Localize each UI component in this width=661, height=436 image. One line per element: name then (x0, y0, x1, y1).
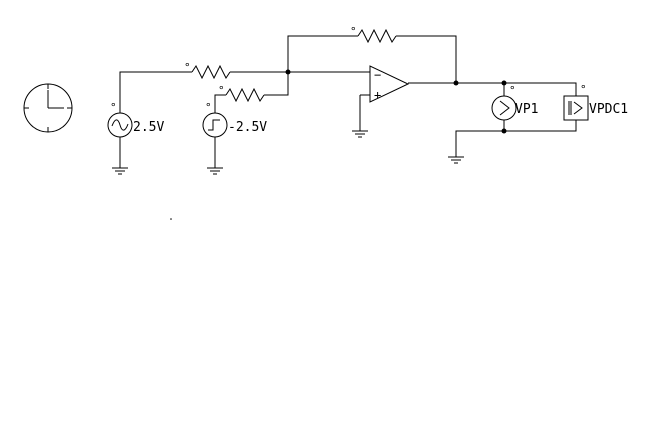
dc-voltage-probe-icon (568, 101, 583, 115)
pulse-source-label: -2.5V (228, 120, 267, 135)
ground-opamp (352, 130, 368, 138)
resistor-r1[interactable]: ° (184, 61, 231, 80)
opamp[interactable]: − + (369, 65, 410, 103)
vp1-pin-dot: ° (509, 84, 516, 97)
opamp-minus-label: − (374, 68, 381, 82)
vp1-probe[interactable]: ° VP1 (491, 84, 538, 121)
ground-sine (112, 167, 128, 175)
junction-dots (285, 69, 507, 134)
ground-output (448, 156, 464, 164)
square-wave-icon (208, 119, 220, 131)
sine-wave-icon (111, 119, 129, 131)
resistor-feedback-pin-dot: ° (350, 25, 357, 38)
stray-dot (170, 218, 172, 220)
wire-pulse-to-r2 (214, 94, 226, 113)
ground-pulse (207, 167, 223, 175)
wire-sine-to-r1 (119, 71, 192, 113)
voltmeter-icon (499, 100, 510, 116)
resistor-r2[interactable]: ° (218, 84, 265, 103)
wire-feedback-right (396, 35, 457, 83)
wire-r2-to-node (264, 72, 289, 96)
vp1-label: VP1 (515, 102, 538, 117)
wire-probe-bottom (455, 120, 577, 157)
vpdc1-probe[interactable]: ° VPDC1 (563, 83, 628, 121)
wire-opamp-plus-ground (359, 94, 370, 131)
wire-output (408, 82, 577, 96)
opamp-plus-label: + (374, 88, 381, 102)
wires (119, 35, 577, 168)
wire-feedback-left (287, 35, 358, 72)
resistor-r1-pin-dot: ° (184, 61, 191, 74)
sine-source-label: 2.5V (133, 120, 164, 135)
pulse-source[interactable]: ° -2.5V (202, 101, 267, 138)
sine-source-pin-dot: ° (110, 101, 117, 114)
pulse-source-pin-dot: ° (205, 101, 212, 114)
vpdc1-pin-dot: ° (580, 83, 587, 96)
sine-source[interactable]: ° 2.5V (107, 101, 164, 138)
vpdc1-label: VPDC1 (589, 102, 628, 117)
resistor-r2-pin-dot: ° (218, 84, 225, 97)
resistor-feedback[interactable]: ° (350, 25, 397, 44)
clock-icon[interactable] (23, 83, 73, 133)
